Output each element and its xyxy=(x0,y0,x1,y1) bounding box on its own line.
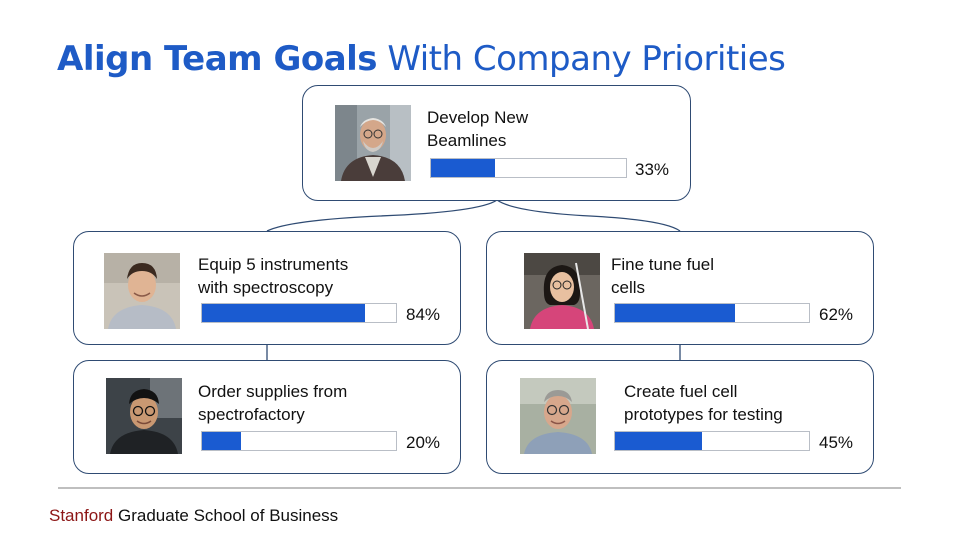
avatar xyxy=(524,253,600,329)
progress-percent: 84% xyxy=(406,305,441,324)
progress-fill xyxy=(202,432,241,450)
goal-title-line2: spectrofactory xyxy=(198,405,305,424)
goal-title-line2: Beamlines xyxy=(427,131,507,150)
footer-brand: Stanford xyxy=(49,506,114,525)
progress-fill xyxy=(202,304,365,322)
title-bold: Align Team Goals xyxy=(57,39,378,79)
goal-title-line1: Create fuel cell xyxy=(624,382,738,401)
goal-card-create-prototypes[interactable]: Create fuel cell prototypes for testing … xyxy=(486,360,874,474)
goal-title-line2: cells xyxy=(611,278,646,297)
goal-title-line2: prototypes for testing xyxy=(624,405,783,424)
progress-bar xyxy=(201,303,397,323)
goal-card-order-supplies[interactable]: Order supplies from spectrofactory 20% xyxy=(73,360,461,474)
progress-percent: 33% xyxy=(635,160,670,179)
avatar xyxy=(106,378,182,454)
goal-card-equip-instruments[interactable]: Equip 5 instruments with spectroscopy 84… xyxy=(73,231,461,345)
goal-title-line1: Equip 5 instruments xyxy=(198,255,349,274)
goal-card-fine-tune-fuel-cells[interactable]: Fine tune fuel cells 62% xyxy=(486,231,874,345)
slide-title: Align Team Goals With Company Priorities xyxy=(57,36,786,82)
avatar xyxy=(520,378,596,454)
progress-percent: 62% xyxy=(819,305,854,324)
progress-fill xyxy=(431,159,496,177)
connector-top-right xyxy=(496,199,681,232)
goal-title-line1: Develop New xyxy=(427,108,529,127)
progress-fill xyxy=(615,304,736,322)
title-rest: With Company Priorities xyxy=(377,39,786,79)
progress-percent: 20% xyxy=(406,433,441,452)
goal-card-develop-beamlines[interactable]: Develop New Beamlines 33% xyxy=(302,85,691,201)
progress-fill xyxy=(615,432,703,450)
footer-divider xyxy=(58,487,901,489)
progress-bar xyxy=(614,431,810,451)
avatar xyxy=(335,105,411,181)
progress-bar xyxy=(201,431,397,451)
footer-text: Graduate School of Business xyxy=(113,506,339,525)
goal-title-line1: Order supplies from xyxy=(198,382,348,401)
progress-bar xyxy=(430,158,627,178)
progress-bar xyxy=(614,303,810,323)
footer-logo: Stanford Graduate School of Business xyxy=(49,506,338,526)
progress-percent: 45% xyxy=(819,433,854,452)
goal-title-line1: Fine tune fuel xyxy=(611,255,715,274)
avatar xyxy=(104,253,180,329)
connector-top-left xyxy=(266,199,498,232)
goal-title-line2: with spectroscopy xyxy=(198,278,334,297)
